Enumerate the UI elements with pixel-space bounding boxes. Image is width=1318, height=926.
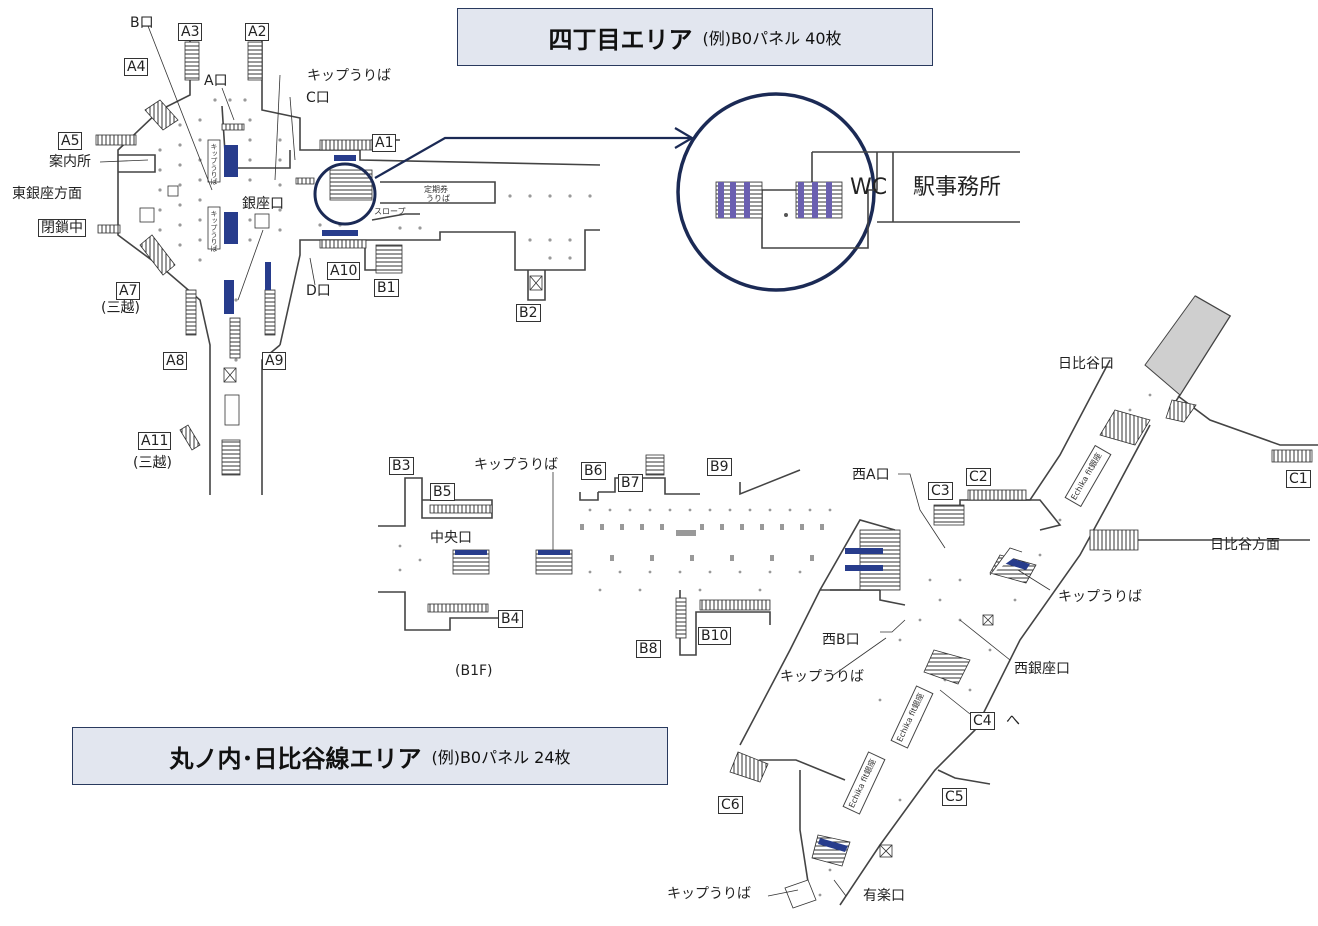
exit-b5: B5 bbox=[430, 483, 455, 501]
kippu-label-2: キップうりば bbox=[474, 457, 558, 473]
exit-b2: B2 bbox=[516, 304, 541, 322]
exit-c4: C4 bbox=[970, 712, 995, 730]
gate-nishi-a-label: 西A口 bbox=[852, 467, 890, 483]
exit-b4: B4 bbox=[498, 610, 523, 628]
kippu-label-1: キップうりば bbox=[307, 68, 391, 84]
ginza-boxes bbox=[139, 139, 543, 426]
kippu-label-5: キップうりば bbox=[667, 886, 751, 902]
exit-c2: C2 bbox=[966, 468, 991, 486]
exit-b8: B8 bbox=[636, 640, 661, 658]
mitsukoshi-label-a7: (三越) bbox=[101, 300, 140, 316]
exit-b7: B7 bbox=[618, 474, 643, 492]
closed-label: 閉鎖中 bbox=[38, 219, 86, 237]
gate-hibiya-label: 日比谷口 bbox=[1058, 356, 1114, 372]
gate-yurakucho-label: 有楽口 bbox=[863, 888, 905, 904]
gate-chuo-label: 中央口 bbox=[430, 530, 472, 546]
exit-a9: A9 bbox=[262, 352, 287, 370]
teiki-label-2: うりば bbox=[426, 194, 450, 203]
diag-leader-lines bbox=[552, 472, 1051, 897]
slope-label: スロープ bbox=[374, 207, 406, 216]
ginza-area-banner: 四丁目エリア (例)B0パネル 40枚 bbox=[457, 8, 933, 66]
exit-a10: A10 bbox=[327, 262, 361, 280]
ginza-area-title: 四丁目エリア bbox=[548, 25, 693, 54]
info-desk-label: 案内所 bbox=[49, 154, 91, 170]
diag-boxes bbox=[784, 547, 1023, 909]
b1f-dots bbox=[398, 508, 832, 592]
exit-c3: C3 bbox=[928, 482, 953, 500]
gate-a-label: A口 bbox=[204, 73, 228, 89]
exit-c5: C5 bbox=[942, 788, 967, 806]
exit-a2: A2 bbox=[245, 23, 270, 41]
exit-c6: C6 bbox=[718, 796, 743, 814]
kippu-vertical-2: キップうりば bbox=[210, 210, 218, 252]
exit-a3: A3 bbox=[178, 23, 203, 41]
zoom-wc-label: WC bbox=[850, 175, 888, 200]
hibiya-direction-label: 日比谷方面 bbox=[1210, 537, 1280, 553]
mitsukoshi-label-a11: (三越) bbox=[133, 455, 172, 471]
exit-b10: B10 bbox=[698, 627, 732, 645]
gate-nishi-ginza-label: 西銀座口 bbox=[1014, 661, 1070, 677]
exit-b6: B6 bbox=[581, 462, 606, 480]
floor-label: (B1F) bbox=[455, 663, 493, 679]
teiki-label: 定期券 bbox=[424, 185, 448, 194]
marunouchi-area-title: 丸ノ内･日比谷線エリア bbox=[169, 744, 422, 773]
leader-lines bbox=[99, 25, 316, 301]
diag-stairs bbox=[729, 399, 1313, 867]
marunouchi-area-note: (例)B0パネル 24枚 bbox=[431, 748, 571, 767]
exit-a5: A5 bbox=[58, 132, 83, 150]
b1f-panels bbox=[455, 548, 883, 571]
marunouchi-area-banner: 丸ノ内･日比谷線エリア (例)B0パネル 24枚 bbox=[72, 727, 668, 785]
ginza-area-note: (例)B0パネル 40枚 bbox=[702, 29, 842, 48]
exit-b1: B1 bbox=[374, 279, 399, 297]
diag-corridor-walls bbox=[739, 295, 1318, 906]
gate-ginza-label: 銀座口 bbox=[242, 196, 284, 212]
kippu-label-4: キップうりば bbox=[780, 669, 864, 685]
gate-d-label: D口 bbox=[306, 283, 331, 299]
ginza-stairs bbox=[95, 41, 403, 476]
gray-area bbox=[1144, 295, 1231, 396]
exit-a11: A11 bbox=[138, 432, 172, 450]
zoom-callout bbox=[313, 92, 876, 292]
exit-c1: C1 bbox=[1286, 470, 1311, 488]
echika-boxes bbox=[842, 444, 1112, 815]
exit-a1: A1 bbox=[372, 134, 397, 152]
ginza-panels bbox=[224, 145, 358, 314]
exit-a8: A8 bbox=[163, 352, 188, 370]
higashi-ginza-direction-label: 東銀座方面 bbox=[12, 186, 82, 202]
kippu-label-3: キップうりば bbox=[1058, 589, 1142, 605]
zoom-office-label: 駅事務所 bbox=[913, 175, 1002, 200]
c4-direction-label: へ bbox=[1006, 713, 1020, 729]
b1f-pillars bbox=[580, 524, 824, 561]
ginza-diag-stairs bbox=[139, 99, 201, 451]
zoom-contents bbox=[715, 151, 1020, 249]
exit-a7: A7 bbox=[116, 282, 141, 300]
exit-a4: A4 bbox=[124, 58, 149, 76]
gate-c-label: C口 bbox=[306, 90, 330, 106]
gate-b-label: B口 bbox=[130, 15, 154, 31]
exit-b3: B3 bbox=[389, 457, 414, 475]
exit-b9: B9 bbox=[707, 458, 732, 476]
gate-nishi-b-label: 西B口 bbox=[822, 632, 860, 648]
kippu-vertical-1: キップうりば bbox=[210, 143, 218, 185]
